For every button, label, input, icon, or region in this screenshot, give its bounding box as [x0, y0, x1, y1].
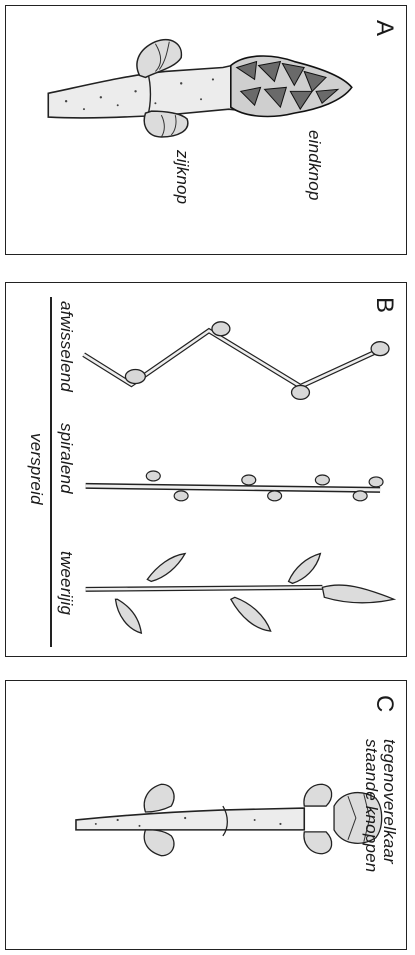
divider-line	[50, 297, 52, 647]
panel-a-letter: A	[370, 20, 398, 36]
panel-b: B afwisselend spiralend tweerijig verspr…	[5, 282, 407, 657]
label-zijknop: zijknop	[172, 150, 192, 204]
label-spiralend: spiralend	[56, 423, 76, 494]
label-eindknop: eindknop	[304, 130, 324, 201]
twig-opposite-buds-illustration	[6, 681, 406, 949]
twig-end-bud-illustration	[6, 6, 406, 254]
panel-c-letter: C	[370, 695, 398, 712]
panel-c: C tegenoverelkaar staande knoppen	[5, 680, 407, 950]
label-verspreid: verspreid	[26, 433, 46, 505]
panel-b-letter: B	[370, 297, 398, 313]
label-staande-knoppen: staande knoppen	[362, 739, 380, 872]
label-tegenoverelkaar: tegenoverelkaar	[380, 739, 398, 864]
label-tweerijig: tweerijig	[56, 551, 76, 615]
panel-a: A eindknop zijknop	[5, 5, 407, 255]
label-afwisselend: afwisselend	[56, 301, 76, 392]
